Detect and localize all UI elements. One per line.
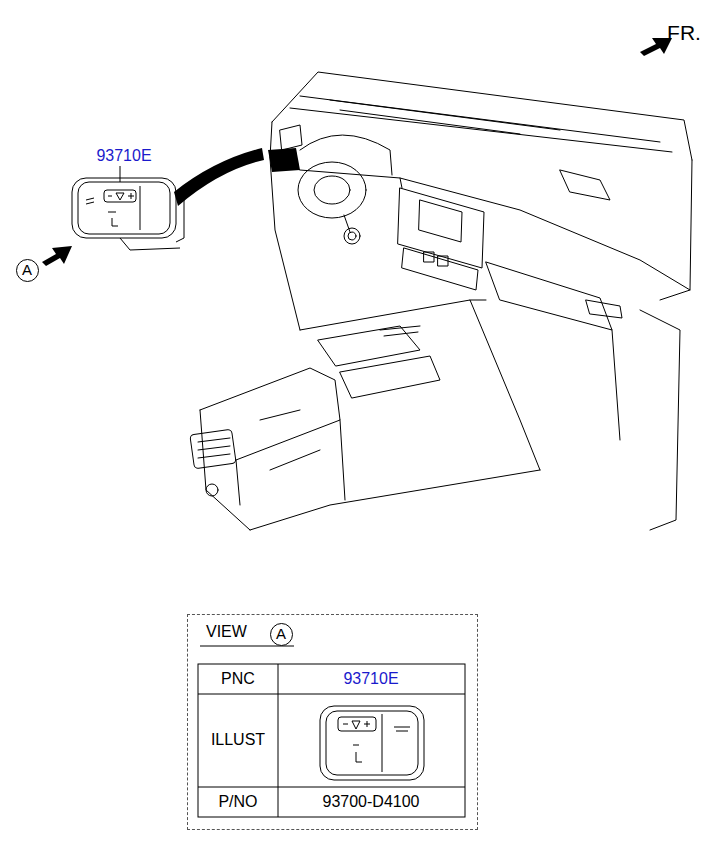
- table-header: ILLUST: [211, 731, 265, 749]
- view-callout-circle: A: [270, 623, 293, 646]
- callout-letter: A: [276, 626, 286, 643]
- table-header: PNC: [221, 670, 255, 688]
- view-title: VIEW: [206, 623, 477, 641]
- part-number: 93710E: [96, 147, 151, 165]
- table-header: P/NO: [218, 793, 257, 811]
- table-cell: 93710E: [343, 670, 398, 688]
- table-cell: 93700-D4100: [323, 793, 420, 811]
- view-callout-circle: A: [16, 259, 39, 282]
- callout-letter: A: [22, 262, 32, 279]
- front-indicator: FR.: [667, 21, 701, 44]
